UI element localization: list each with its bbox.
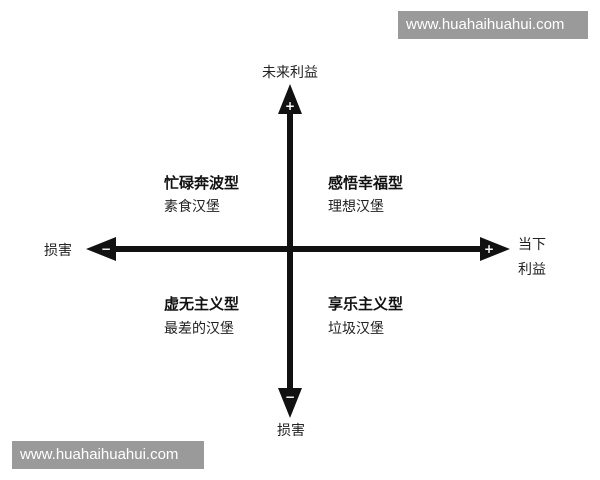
right-axis-label-line1: 当下 — [518, 237, 546, 253]
left-arrowhead — [86, 237, 116, 261]
left-minus-sign: − — [101, 242, 111, 256]
right-arrowhead — [480, 237, 510, 261]
bottom-left-quadrant-subtitle: 最差的汉堡 — [164, 321, 234, 337]
top-right-quadrant-title: 感悟幸福型 — [328, 174, 404, 192]
left-axis-label: 损害 — [44, 243, 72, 259]
bottom-axis-label: 损害 — [277, 423, 305, 439]
up-arrowhead — [278, 84, 302, 114]
bottom-minus-sign: − — [285, 390, 295, 404]
down-arrowhead — [278, 388, 302, 418]
watermark-bottom: www.huahaihuahui.com — [12, 441, 204, 469]
top-right-quadrant-subtitle: 理想汉堡 — [328, 199, 384, 215]
top-axis-label: 未来利益 — [262, 65, 318, 81]
bottom-right-quadrant-title: 享乐主义型 — [328, 295, 404, 313]
top-left-quadrant-title: 忙碌奔波型 — [164, 174, 240, 192]
top-plus-sign: + — [285, 99, 295, 113]
bottom-right-quadrant-subtitle: 垃圾汉堡 — [328, 321, 384, 337]
bottom-left-quadrant-title: 虚无主义型 — [164, 295, 240, 313]
top-left-quadrant-subtitle: 素食汉堡 — [164, 199, 220, 215]
right-axis-label-line2: 利益 — [518, 262, 546, 278]
watermark-top: www.huahaihuahui.com — [398, 11, 588, 39]
right-plus-sign: + — [484, 242, 494, 256]
